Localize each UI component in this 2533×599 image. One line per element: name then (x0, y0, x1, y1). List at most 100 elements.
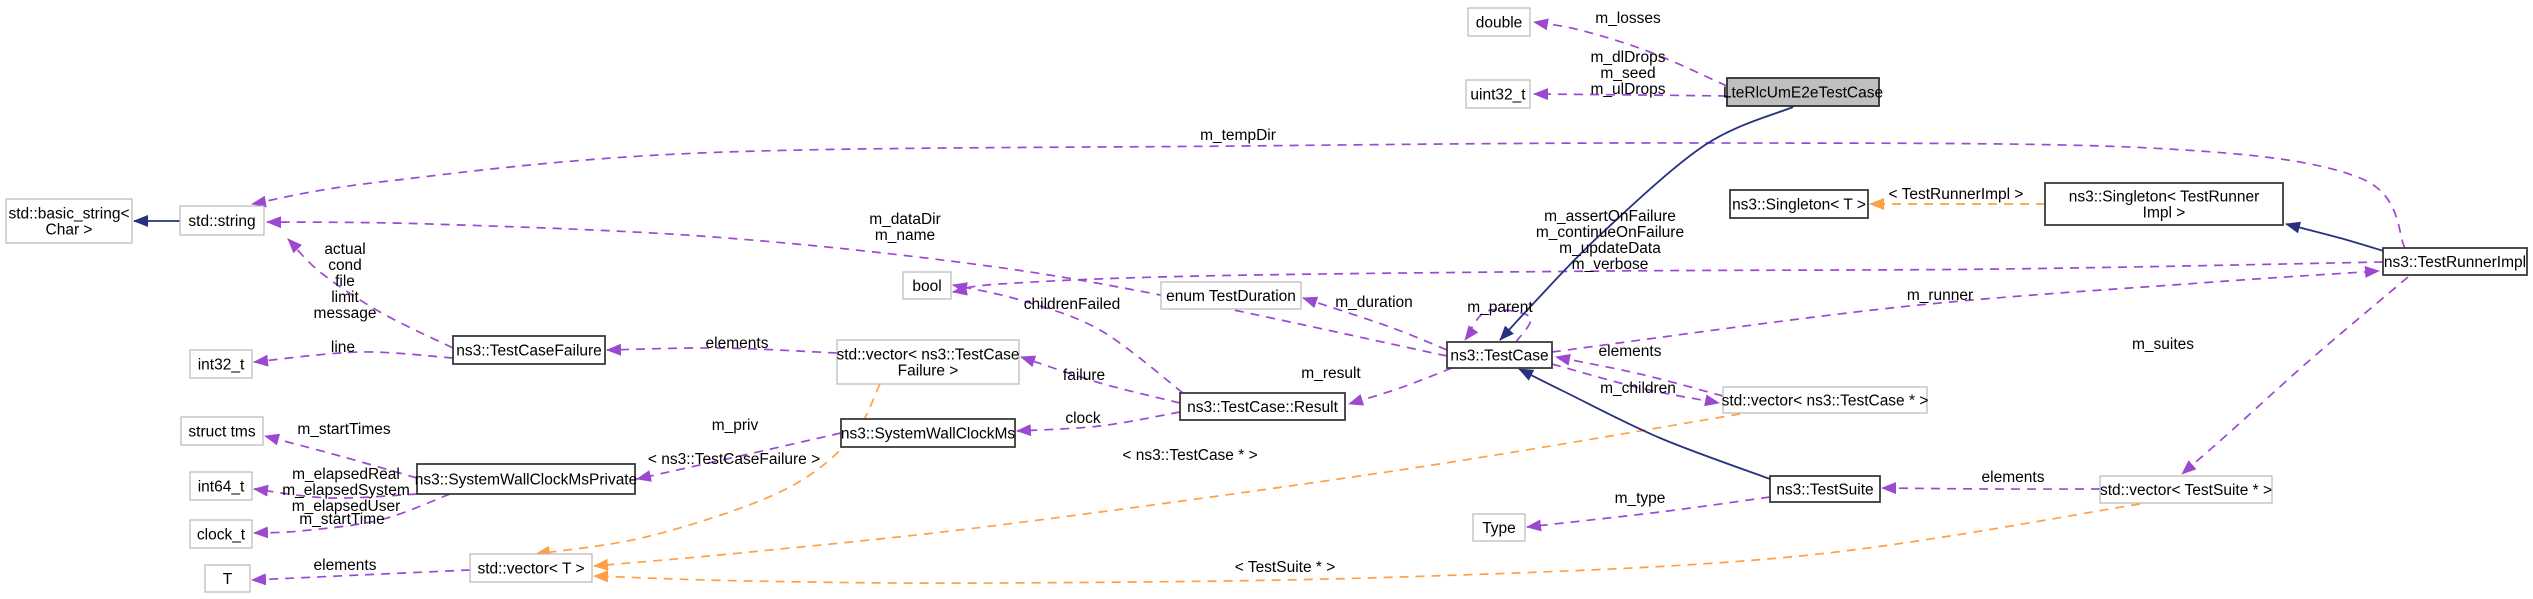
class-label-std-vector-test-suite-ptr: std::vector< TestSuite * > (2100, 482, 2272, 499)
edge-label-tmpl-test-runner-impl: < TestRunnerImpl > (1889, 186, 2024, 203)
class-node-struct-tms: struct tms (180, 416, 264, 446)
edge-label-m-elapsed-1: m_elapsedSystem (282, 482, 410, 499)
class-node-ns3-singleton-t[interactable]: ns3::Singleton< T > (1729, 189, 1869, 219)
class-label-ns3-test-case: ns3::TestCase (1450, 348, 1548, 365)
class-node-int64-t: int64_t (189, 471, 253, 501)
class-box-ns3-test-case-result[interactable] (1179, 392, 1346, 421)
class-node-ns3-singleton-test-runner-impl[interactable]: ns3::Singleton< TestRunnerImpl > (2044, 182, 2284, 226)
edge-label-failure: failure (1063, 367, 1105, 384)
edge-elements-test-case (1555, 353, 1724, 397)
edge-label-line: line (331, 339, 355, 356)
class-node-ns3-test-case-result[interactable]: ns3::TestCase::Result (1179, 392, 1346, 421)
class-label-std-vector-test-case-failure-0: std::vector< ns3::TestCase (836, 347, 1019, 364)
class-node-ns3-test-case-failure[interactable]: ns3::TestCaseFailure (452, 335, 606, 365)
edge-failure (1020, 355, 1181, 404)
edge-label-children-failed: childrenFailed (1024, 296, 1121, 313)
edge-label-elements-t: elements (314, 557, 377, 574)
edge-m-result (1348, 367, 1453, 406)
edge-label-m-children: m_children (1600, 380, 1676, 397)
edge-elements-t (251, 569, 471, 586)
class-node-ns3-system-wall-clock-ms[interactable]: ns3::SystemWallClockMs (840, 418, 1016, 448)
edge-label-m-result: m_result (1301, 365, 1361, 382)
class-label-ns3-test-runner-impl: ns3::TestRunnerImpl (2384, 254, 2526, 271)
class-box-int32-t (189, 349, 253, 379)
edge-m-children (1551, 363, 1720, 407)
class-box-std-vector-test-case-failure (836, 339, 1020, 385)
class-box-ns3-system-wall-clock-ms-private[interactable] (416, 463, 636, 495)
class-node-bool: bool (902, 271, 952, 300)
class-label-uint32-t: uint32_t (1470, 87, 1526, 104)
class-label-lte-rlc-um-e2e-test-case: LteRlcUmE2eTestCase (1723, 85, 1883, 102)
edge-m-tempdir (251, 142, 2406, 249)
edge-label-m-dldrops-seed-uldrops-0: m_dlDrops (1591, 49, 1666, 66)
edge-m-elapsed (253, 484, 418, 499)
class-label-ns3-test-case-failure: ns3::TestCaseFailure (456, 343, 602, 360)
class-label-int32-t: int32_t (198, 357, 245, 374)
class-box-ns3-system-wall-clock-ms[interactable] (840, 418, 1016, 448)
edge-label-m-datadir-m-name-0: m_dataDir (869, 211, 941, 228)
class-box-ns3-singleton-test-runner-impl[interactable] (2044, 182, 2284, 226)
edge-m-start-time (253, 493, 451, 539)
class-node-ns3-test-case[interactable]: ns3::TestCase (1446, 341, 1553, 369)
class-label-enum-test-duration: enum TestDuration (1166, 288, 1296, 305)
class-node-ns3-test-suite[interactable]: ns3::TestSuite (1769, 475, 1881, 503)
class-box-std-vector-ns3-test-case-ptr (1722, 386, 1928, 414)
class-box-enum-test-duration (1160, 281, 1302, 310)
class-label-struct-tms: struct tms (188, 424, 255, 441)
edge-m-dldrops-seed-uldrops (1533, 88, 1728, 101)
edge-label-m-dldrops-seed-uldrops-1: m_seed (1600, 65, 1655, 82)
class-label-ns3-system-wall-clock-ms: ns3::SystemWallClockMs (841, 426, 1016, 443)
class-box-ns3-singleton-t[interactable] (1729, 189, 1869, 219)
class-box-type (1472, 513, 1526, 542)
edge-m-priv (636, 432, 842, 482)
class-node-std-vector-test-case-failure: std::vector< ns3::TestCaseFailure > (836, 339, 1020, 385)
class-box-ns3-test-case[interactable] (1446, 341, 1553, 369)
edge-label-m-tempdir: m_tempDir (1200, 127, 1276, 144)
class-box-ns3-test-case-failure[interactable] (452, 335, 606, 365)
edge-label-m-type: m_type (1615, 490, 1666, 507)
class-label-std-vector-t: std::vector< T > (477, 561, 584, 578)
edge-label-actual-cond-file-limit-message-1: cond (328, 257, 362, 274)
edge-inherit-lte-rlc (1499, 106, 1794, 341)
edge-label-m-assert-continue-update-verbose-0: m_assertOnFailure (1544, 208, 1676, 225)
class-node-ns3-test-runner-impl[interactable]: ns3::TestRunnerImpl (2382, 247, 2528, 276)
class-box-ns3-test-suite[interactable] (1769, 475, 1881, 503)
edge-label-m-priv: m_priv (712, 417, 759, 434)
edge-line (253, 351, 454, 367)
edge-label-clock: clock (1065, 410, 1101, 427)
class-node-uint32-t: uint32_t (1465, 79, 1531, 109)
edge-children-failed (952, 282, 1184, 394)
edge-m-datadir-m-name (266, 216, 1448, 357)
class-label-ns3-test-suite: ns3::TestSuite (1776, 482, 1873, 499)
class-label-bool: bool (912, 278, 941, 295)
edge-label-tmpl-test-case-failure: < ns3::TestCaseFailure > (648, 451, 820, 468)
edge-label-elements-test-case: elements (1599, 343, 1662, 360)
class-node-ns3-system-wall-clock-ms-private[interactable]: ns3::SystemWallClockMsPrivate (415, 463, 638, 495)
class-box-int64-t (189, 471, 253, 501)
edge-label-m-assert-continue-update-verbose-3: m_verbose (1572, 256, 1649, 273)
edge-tmpl-test-suite-ptr (593, 503, 2141, 585)
edge-clock (1016, 411, 1181, 437)
edge-label-m-elapsed-2: m_elapsedUser (292, 498, 401, 515)
edge-label-actual-cond-file-limit-message-4: message (314, 305, 377, 322)
class-box-struct-tms (180, 416, 264, 446)
edge-inherit-test-suite (1518, 368, 1771, 480)
class-node-int32-t: int32_t (189, 349, 253, 379)
class-label-std-vector-ns3-test-case-ptr: std::vector< ns3::TestCase * > (1722, 393, 1929, 410)
edge-label-actual-cond-file-limit-message-2: file (335, 273, 355, 290)
class-label-ns3-system-wall-clock-ms-private: ns3::SystemWallClockMsPrivate (415, 472, 638, 489)
edge-label-m-assert-continue-update-verbose-2: m_updateData (1559, 240, 1661, 257)
class-box-clock-t (189, 519, 253, 549)
edge-m-start-times (264, 433, 418, 479)
class-box-ns3-test-runner-impl[interactable] (2382, 247, 2528, 276)
edge-label-m-parent: m_parent (1467, 299, 1533, 316)
edge-label-m-assert-continue-update-verbose-1: m_continueOnFailure (1536, 224, 1684, 241)
class-box-std-vector-test-suite-ptr (2099, 475, 2273, 504)
class-node-std-basic-string: std::basic_string<Char > (5, 198, 133, 244)
edge-elements-test-suite (1881, 482, 2101, 495)
edge-label-tmpl-test-suite-ptr: < TestSuite * > (1235, 559, 1336, 576)
class-label-t: T (223, 571, 233, 588)
class-box-uint32-t (1465, 79, 1531, 109)
edge-label-m-start-time: m_startTime (299, 511, 385, 528)
